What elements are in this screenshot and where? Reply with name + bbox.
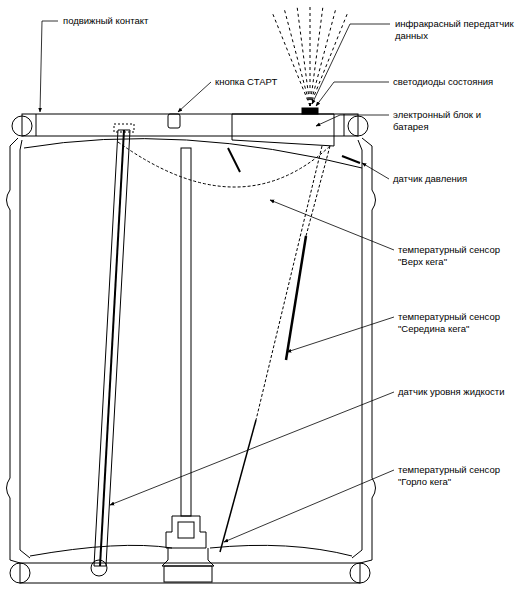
callout-label: инфракрасный передатчик данных [394, 18, 516, 42]
keg-neck [162, 548, 214, 566]
keg-bottom [30, 545, 352, 556]
temp-sensor-neck [220, 420, 256, 552]
pressure-sensor [342, 156, 360, 163]
rim-roll [10, 563, 30, 583]
electronics-block [232, 114, 334, 146]
callout-label: кнопка СТАРТ [214, 76, 296, 88]
keg-wall [7, 138, 376, 563]
ir-beam [272, 5, 348, 106]
start-button [168, 114, 180, 128]
top-rim [22, 114, 358, 136]
sensor-wire [256, 146, 322, 420]
callout-label: температурный сенсор "Горло кега" [397, 464, 519, 488]
callout-label: подвижный контакт [62, 15, 174, 27]
temp-sensor-middle [286, 236, 306, 360]
bottom-rim [20, 563, 360, 583]
keg-neck [164, 566, 212, 582]
callout-label: электронный блок и батарея [392, 109, 504, 133]
level-sensor-float [91, 560, 107, 576]
temp-sensor-top [228, 148, 240, 172]
leader-lines [40, 21, 394, 542]
level-sensor [94, 130, 130, 566]
sensor-wire [118, 142, 330, 187]
callout-label: температурный сенсор "Середина кега" [397, 311, 524, 335]
callout-label: датчик давления [392, 173, 504, 185]
rim-roll [12, 116, 32, 136]
callout-label: температурный сенсор "Верх кега" [397, 244, 519, 268]
spear-tube [181, 148, 191, 516]
keg-dome [24, 139, 362, 168]
callout-label: датчик уровня жидкости [397, 386, 509, 398]
keg-inner-wall [20, 140, 362, 558]
spear-valve [166, 516, 206, 548]
rim-roll [348, 116, 368, 136]
callout-label: светодиоды состояния [392, 76, 519, 88]
rim-roll [350, 563, 370, 583]
spear-valve [178, 522, 194, 538]
status-leds [302, 108, 318, 114]
